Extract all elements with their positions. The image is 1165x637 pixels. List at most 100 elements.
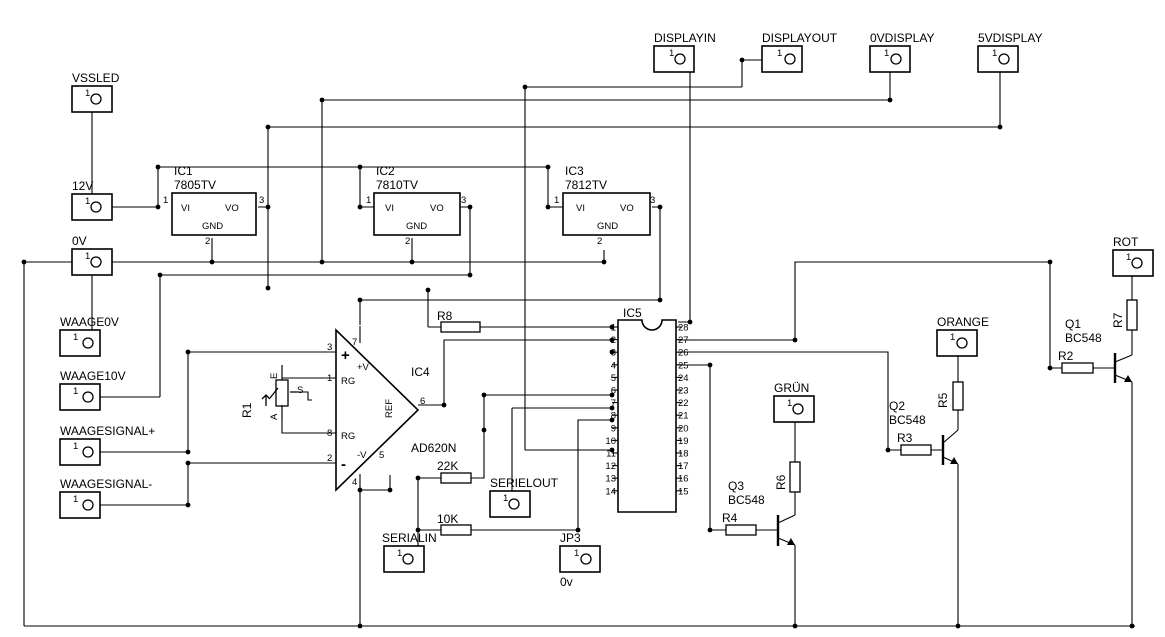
connector-waage0v[interactable]: 1 WAAGE0V — [59, 315, 119, 357]
connector-pin-number: 1 — [73, 494, 78, 505]
connector-0v[interactable]: 1 0V — [71, 234, 113, 276]
pin-number: 3 — [650, 195, 655, 206]
connector-12v[interactable]: 1 12V — [71, 179, 113, 221]
resistor-label: R4 — [722, 511, 738, 525]
pin-label-gnd: GND — [406, 221, 427, 232]
connector-0vdisplay[interactable]: 1 0VDISPLAY — [869, 31, 934, 73]
connector-waagesignal-minus[interactable]: 1 WAAGESIGNAL- — [59, 477, 152, 519]
connector-label: ROT — [1113, 235, 1139, 249]
connector-pin-number: 1 — [950, 332, 955, 343]
connector-label: VSSLED — [72, 71, 120, 85]
pin-label-rg: RG — [341, 376, 355, 387]
resistor-10k: 10K — [437, 512, 472, 536]
pin-label-vo: VO — [225, 203, 239, 214]
resistor-label: 22K — [437, 459, 458, 473]
transistor-ref: Q3 — [728, 479, 744, 493]
connector-pin-number: 1 — [85, 88, 90, 99]
connector-label: WAAGESIGNAL- — [60, 477, 152, 491]
connector-waage10v[interactable]: 1 WAAGE10V — [59, 369, 126, 411]
transistor-type: BC548 — [1065, 331, 1102, 345]
ic5-pin-number: 20 — [678, 423, 689, 434]
pin-number: 1 — [327, 373, 332, 384]
resistor-label: R7 — [1111, 312, 1125, 328]
regulator-type: 7812TV — [565, 178, 607, 192]
pin-label-vi: VI — [181, 203, 190, 214]
minus-symbol: - — [341, 456, 346, 473]
pin-number: 2 — [597, 236, 602, 247]
ic5-pin-number: 16 — [678, 474, 689, 485]
resistor-label: R2 — [1058, 349, 1074, 363]
transistor-q1: Q1 BC548 — [1065, 317, 1133, 383]
connector-5vdisplay[interactable]: 1 5VDISPLAY — [977, 31, 1042, 73]
ic5-pin-number: 4 — [611, 360, 616, 371]
resistor-r8: R8 — [437, 309, 481, 333]
pin-label-rg: RG — [341, 431, 355, 442]
transistor-q2: Q2 BC548 — [889, 399, 959, 465]
ic5-pin-number: 3 — [611, 348, 616, 359]
transistor-type: BC548 — [728, 493, 765, 507]
ic5-pin-number: 1 — [611, 323, 616, 334]
connector-serielout[interactable]: 1 SERIELOUT — [489, 476, 559, 518]
resistor-r4: R4 — [722, 511, 757, 536]
regulator-type: 7810TV — [376, 178, 418, 192]
pot-pin-a: A — [269, 413, 280, 420]
ic5-pin-number: 26 — [678, 348, 689, 359]
regulator-ref: IC2 — [376, 164, 395, 178]
pin-number: 7 — [352, 337, 357, 348]
connector-pin-number: 1 — [992, 48, 997, 59]
pin-label-gnd: GND — [202, 221, 223, 232]
regulator-ic2: IC2 7810TV VI VO GND 1 3 2 — [366, 164, 466, 247]
ic5-pin-number: 2 — [611, 335, 616, 346]
regulator-ref: IC3 — [565, 164, 584, 178]
potentiometer-ref: R1 — [240, 402, 254, 418]
connector-displayin[interactable]: 1 DISPLAYIN — [653, 31, 716, 73]
pin-number: 8 — [327, 428, 332, 439]
regulator-ref: IC1 — [174, 164, 193, 178]
ic5-pin-number: 15 — [678, 486, 689, 497]
connector-vssled[interactable]: 1 VSSLED — [71, 71, 120, 113]
pin-number: 1 — [366, 195, 371, 206]
connector-pin-number: 1 — [669, 48, 674, 59]
ic5-pin-number: 24 — [678, 373, 689, 384]
ic5-pin-number: 12 — [605, 461, 616, 472]
connector-displayout[interactable]: 1 DISPLAYOUT — [761, 31, 838, 73]
connector-label: 0VDISPLAY — [870, 31, 934, 45]
connector-waagesignal-plus[interactable]: 1 WAAGESIGNAL+ — [59, 424, 155, 466]
pin-number: 5 — [379, 450, 384, 461]
pin-number: 2 — [405, 236, 410, 247]
ic5-pin-number: 27 — [678, 335, 689, 346]
pin-label-vminus: -V — [357, 450, 367, 461]
connector-pin-number: 1 — [73, 441, 78, 452]
connector-note: 0v — [560, 575, 573, 589]
connector-label: WAAGE0V — [60, 315, 119, 329]
transistor-q3: Q3 BC548 — [728, 479, 796, 546]
resistor-label: R3 — [897, 431, 913, 445]
ic5-pin-number: 18 — [678, 449, 689, 460]
connector-pin-number: 1 — [397, 548, 402, 559]
connector-pin-number: 1 — [85, 251, 90, 262]
ic5-pin-number: 17 — [678, 461, 689, 472]
connector-pin-number: 1 — [73, 332, 78, 343]
connector-gruen[interactable]: 1 GRÜN — [773, 381, 815, 423]
transistor-ref: Q1 — [1065, 317, 1081, 331]
connector-label: SERIELOUT — [490, 476, 559, 490]
connector-label: JP3 — [560, 531, 581, 545]
ic5-pin-number: 6 — [611, 386, 616, 397]
connector-pin-number: 1 — [1126, 252, 1131, 263]
connector-label: WAAGE10V — [60, 369, 126, 383]
connector-orange[interactable]: 1 ORANGE — [936, 315, 989, 357]
ic5-pin-number: 7 — [611, 398, 616, 409]
connector-pin-number: 1 — [777, 48, 782, 59]
connector-rot[interactable]: 1 ROT — [1112, 235, 1154, 277]
pin-label-gnd: GND — [597, 221, 618, 232]
resistor-label: R8 — [437, 309, 453, 323]
resistor-label: R5 — [936, 392, 950, 408]
connector-jp3[interactable]: 1 JP3 0v — [559, 531, 601, 589]
ic5-pin-number: 5 — [611, 373, 616, 384]
pin-number: 3 — [461, 195, 466, 206]
pin-number: 3 — [259, 195, 264, 206]
connector-label: 5VDISPLAY — [978, 31, 1042, 45]
connector-serialin[interactable]: 1 SERIALIN — [382, 531, 437, 573]
